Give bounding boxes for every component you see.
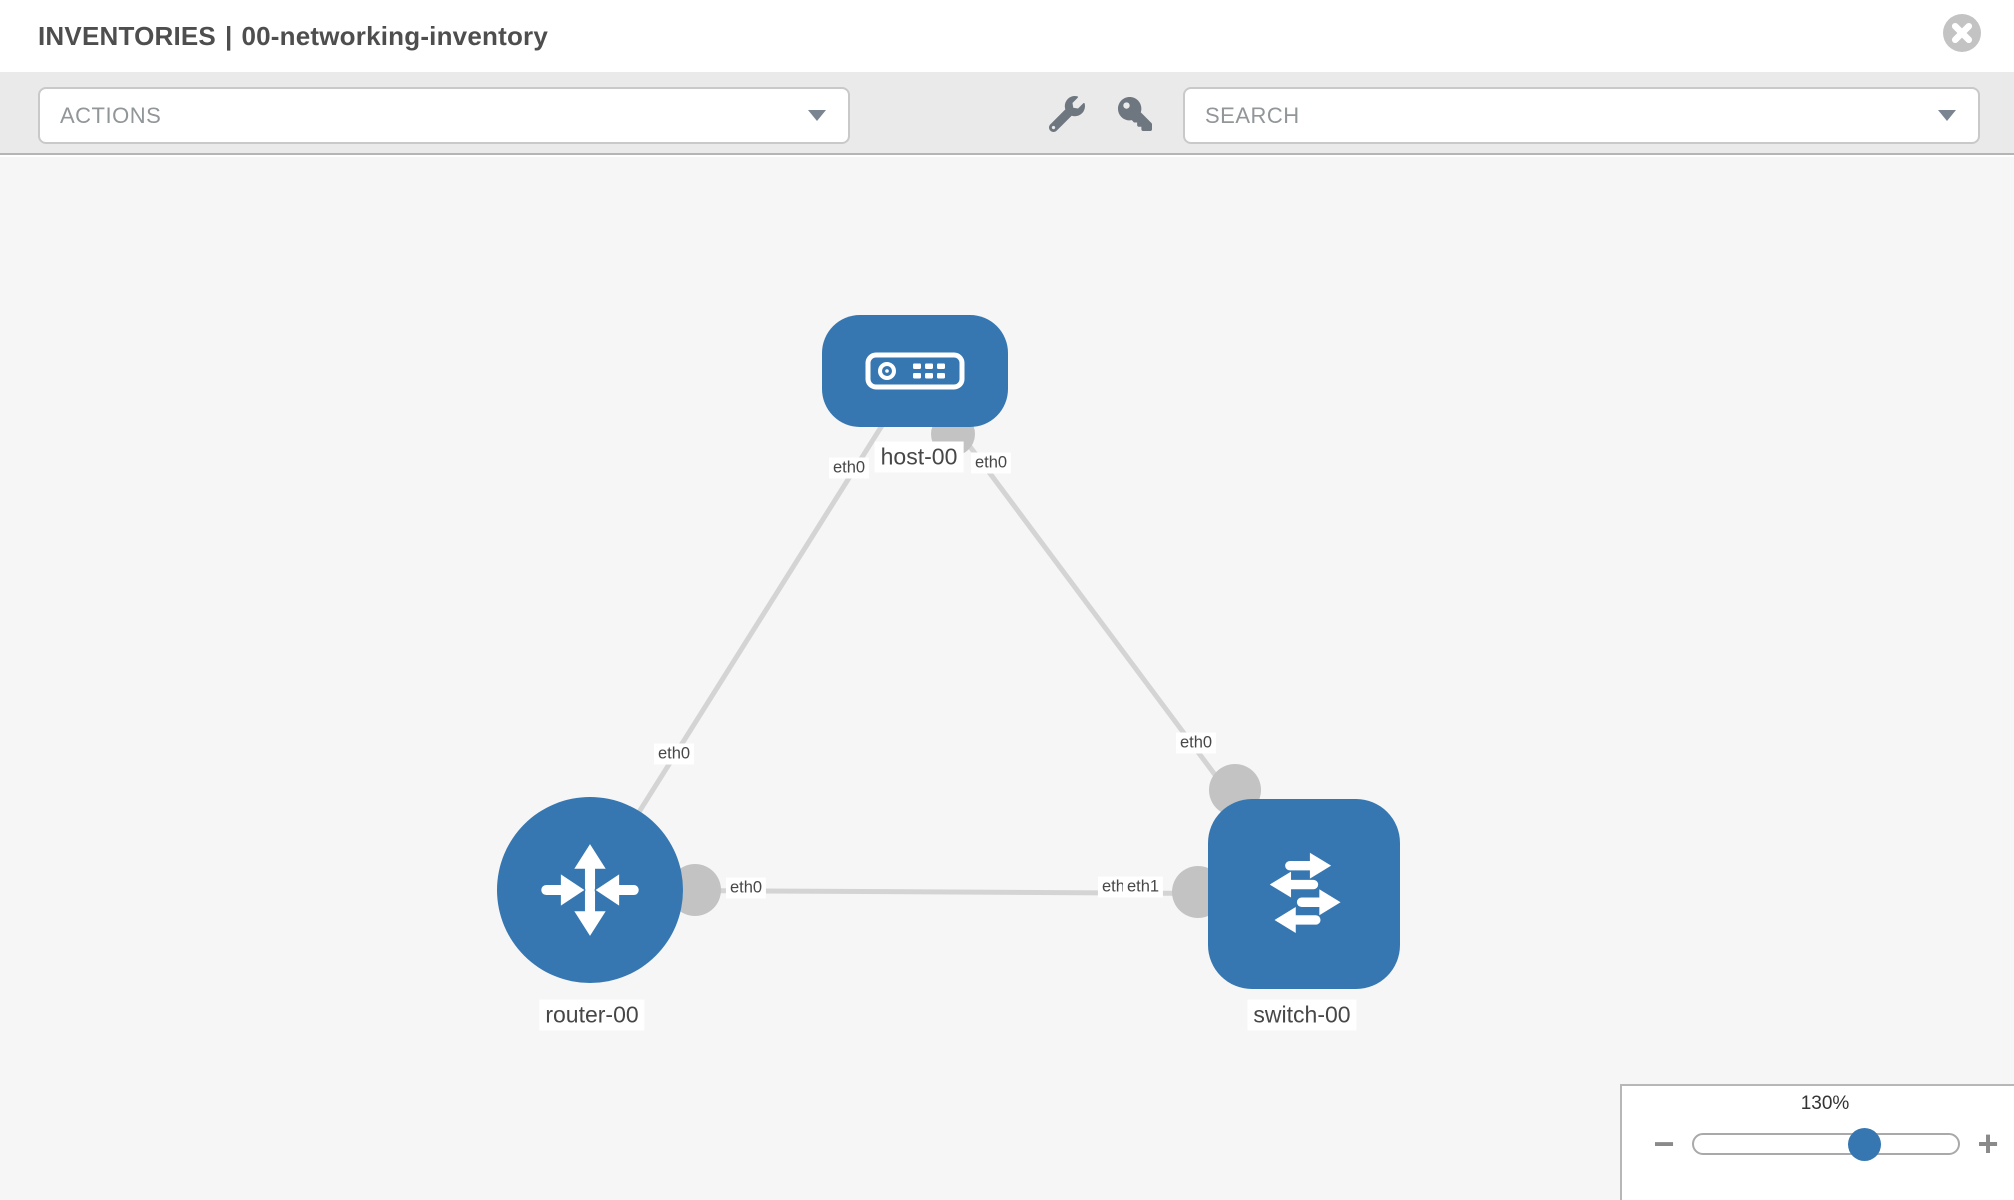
actions-dropdown-label: ACTIONS	[60, 102, 162, 128]
zoom-slider-thumb[interactable]	[1848, 1128, 1881, 1161]
node-label-switch: switch-00	[1247, 999, 1357, 1031]
interface-label-router-right: eth0	[725, 877, 767, 899]
times-circle-icon	[1943, 14, 1981, 52]
search-placeholder: SEARCH	[1205, 102, 1300, 128]
page-title-section: INVENTORIES	[38, 20, 216, 51]
router-icon	[541, 844, 639, 936]
tools-button[interactable]	[1048, 72, 1086, 155]
node-host[interactable]	[822, 315, 1008, 427]
links-layer	[587, 371, 1307, 918]
node-switch[interactable]	[1208, 799, 1400, 989]
actions-dropdown[interactable]: ACTIONS	[38, 87, 850, 144]
host-icon	[865, 352, 965, 390]
toolbar: ACTIONS SEARCH	[0, 72, 2014, 155]
node-label-router: router-00	[539, 999, 645, 1031]
switch-icon	[1269, 852, 1341, 933]
page-title-inventory-name: 00-networking-inventory	[241, 20, 549, 51]
chevron-down-icon	[1938, 110, 1956, 121]
close-button[interactable]	[1942, 13, 1982, 53]
interface-label-host-left: eth0	[828, 457, 870, 479]
page-title: INVENTORIES | 00-networking-inventory	[38, 0, 548, 72]
interface-label-router-link: eth0	[653, 743, 695, 765]
zoom-panel: 130% − +	[1620, 1084, 2014, 1200]
header: INVENTORIES | 00-networking-inventory	[0, 0, 2014, 72]
page-title-separator: |	[224, 20, 233, 51]
topology-canvas[interactable]: host-00 router-00 switch-00 eth0 eth0 et…	[0, 157, 2014, 1200]
zoom-out-button[interactable]: −	[1653, 1123, 1675, 1164]
interface-label-switch-eth1: eth1	[1122, 876, 1164, 898]
zoom-in-button[interactable]: +	[1977, 1123, 1999, 1164]
zoom-slider-track[interactable]	[1692, 1133, 1960, 1155]
node-label-host: host-00	[874, 441, 964, 473]
chevron-down-icon	[808, 110, 826, 121]
wrench-icon	[1049, 95, 1085, 132]
key-icon	[1118, 96, 1152, 131]
credentials-button[interactable]	[1116, 72, 1154, 155]
node-router[interactable]	[497, 797, 683, 983]
zoom-level-label: 130%	[1800, 1093, 1850, 1114]
interface-label-host-right: eth0	[970, 452, 1012, 474]
interface-label-switch-link: eth0	[1175, 732, 1217, 754]
search-dropdown[interactable]: SEARCH	[1183, 87, 1980, 144]
